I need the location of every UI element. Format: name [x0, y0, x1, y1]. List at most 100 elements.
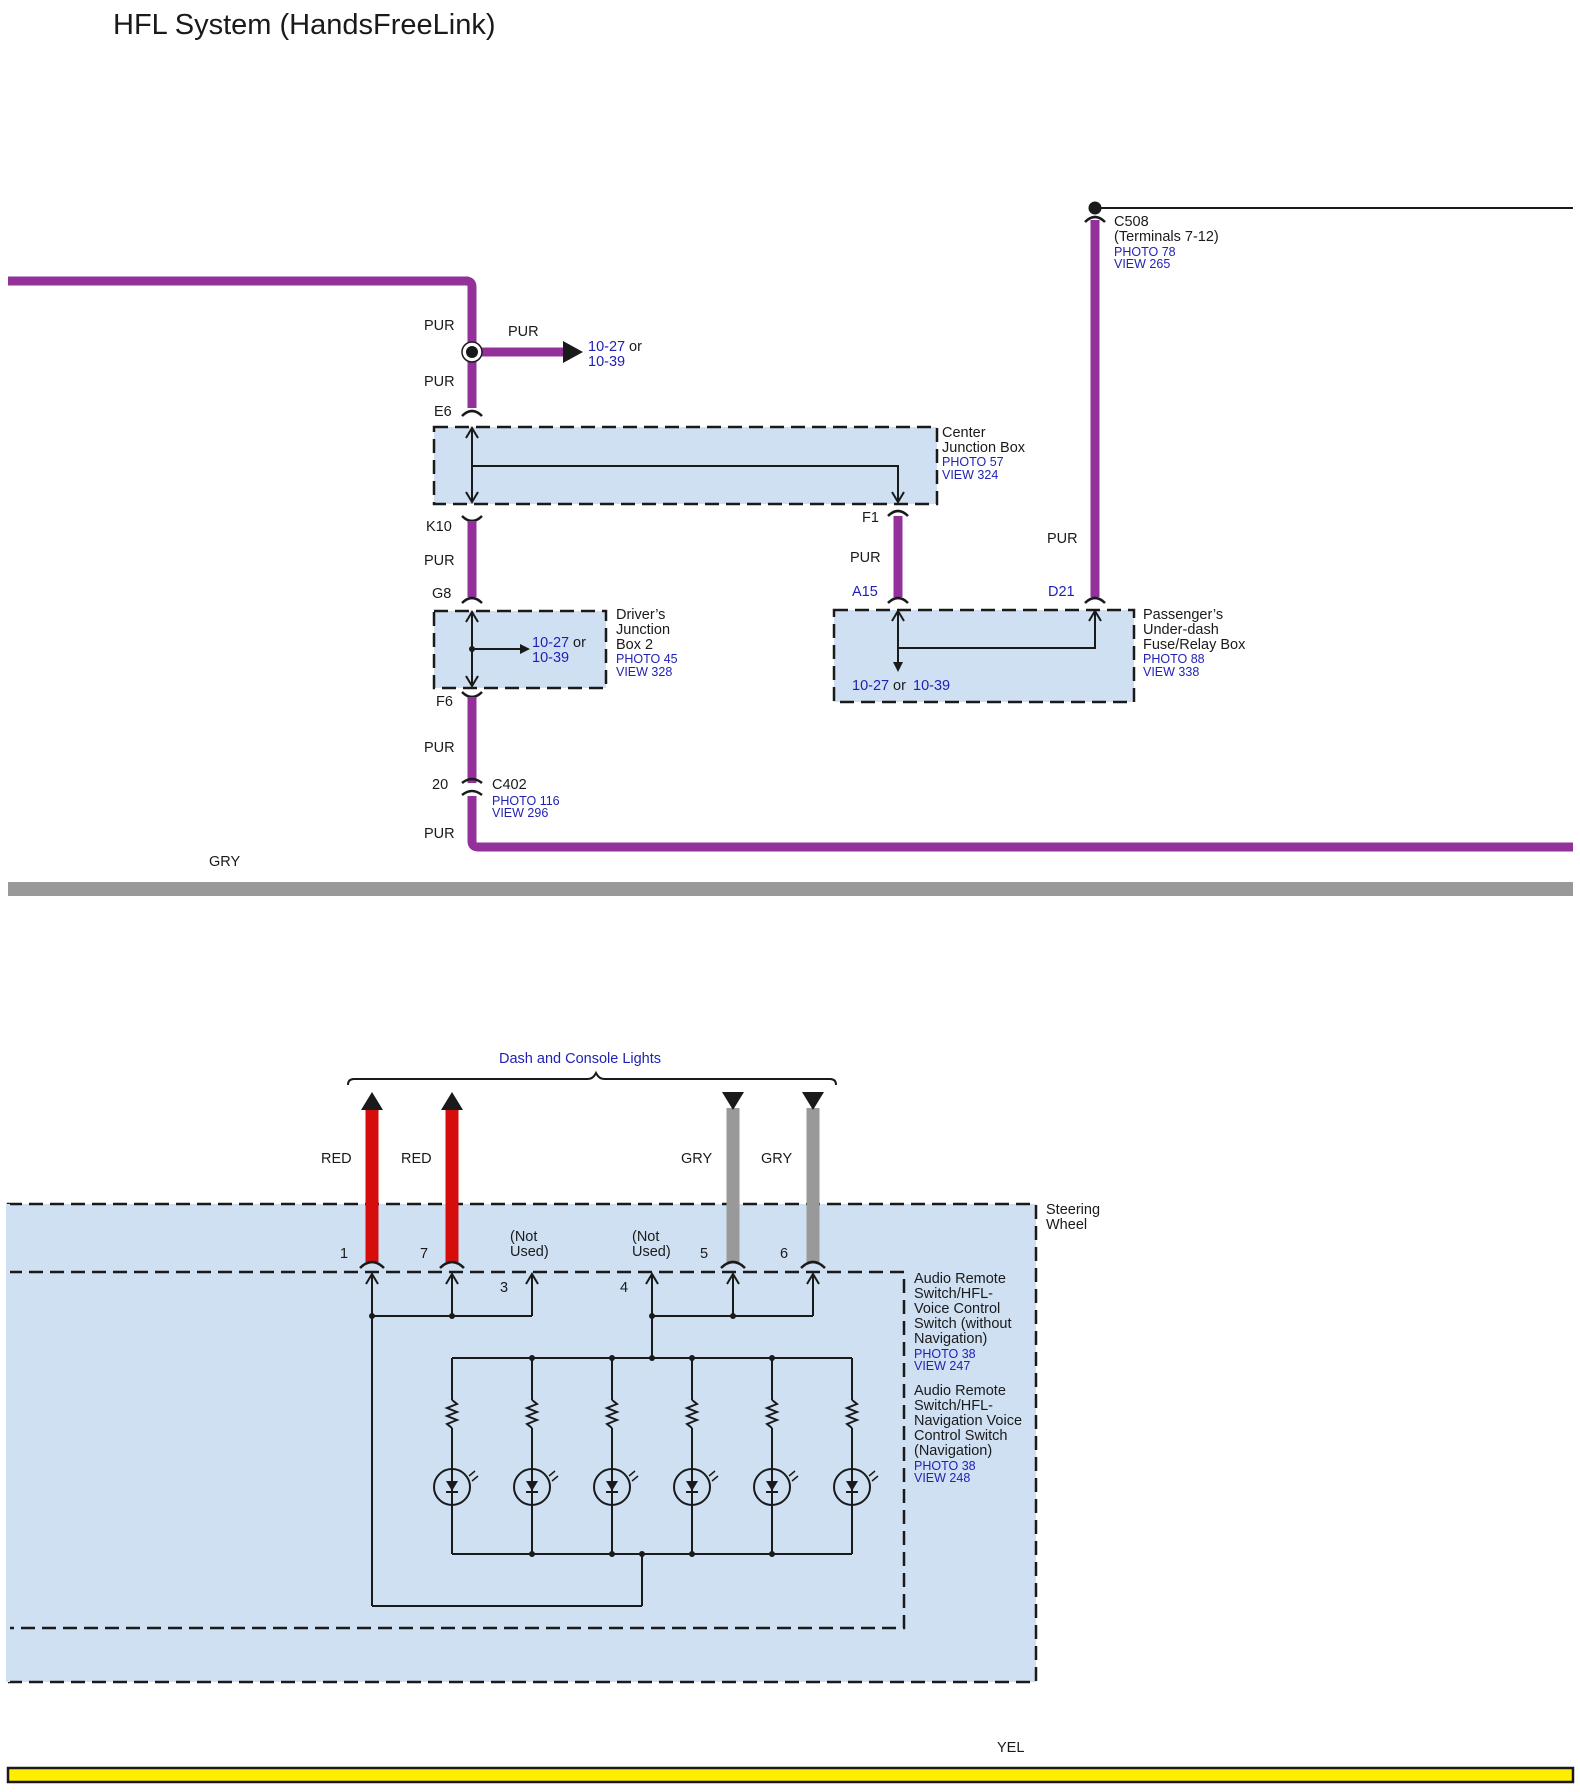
- wire-label-pur: PUR: [424, 740, 455, 756]
- switch-no-nav-label: Voice Control: [914, 1301, 1000, 1317]
- steering-wheel-box: [6, 1202, 1038, 1684]
- arrow-down-icon: [893, 662, 903, 672]
- arrow-down-icon: [465, 491, 479, 504]
- arrow-down-icon: [722, 1092, 744, 1110]
- pur-wire-top-left: [8, 276, 477, 408]
- pin-3: 3: [500, 1280, 508, 1296]
- pin-e6: E6: [434, 404, 452, 420]
- diode-icon: [526, 1481, 538, 1491]
- switch-nav-photo[interactable]: PHOTO 38: [914, 1459, 976, 1473]
- pass-box-label: Under-dash: [1143, 622, 1219, 638]
- ref-link-1039[interactable]: 10-39: [532, 650, 569, 666]
- arrow-down-icon: [465, 675, 479, 688]
- connector-cap-pin5: [720, 1260, 746, 1269]
- wire-label-pur: PUR: [424, 374, 455, 390]
- pin-6: 6: [780, 1246, 788, 1262]
- c508-sub: (Terminals 7-12): [1114, 229, 1219, 245]
- diode-icon: [446, 1481, 458, 1491]
- internal-wire: [472, 465, 899, 502]
- wire-label-pur: PUR: [508, 324, 539, 340]
- connector-cap-f1: [887, 509, 909, 517]
- light-emission-icon: [708, 1470, 719, 1482]
- c508-photo[interactable]: PHOTO 78: [1114, 245, 1176, 259]
- connector-cap-g8: [461, 596, 483, 604]
- pin-7: 7: [420, 1246, 428, 1262]
- gry-wire-separator: [8, 882, 1573, 896]
- switch-nav-label: Audio Remote: [914, 1383, 1006, 1399]
- switch-nav-label: Control Switch: [914, 1428, 1007, 1444]
- pass-box-photo[interactable]: PHOTO 88: [1143, 652, 1205, 666]
- resistor-icon: [524, 1399, 540, 1429]
- wire-label-yel: YEL: [997, 1740, 1024, 1756]
- diode-icon: [766, 1481, 778, 1491]
- switch-no-nav-view[interactable]: VIEW 247: [914, 1359, 970, 1373]
- arrow-right-icon: [520, 644, 530, 654]
- switch-nav-view[interactable]: VIEW 248: [914, 1471, 970, 1485]
- light-emission-icon: [628, 1470, 639, 1482]
- steering-label: Steering: [1046, 1202, 1100, 1218]
- arrow-up-icon: [465, 610, 479, 623]
- connector-cap-c508: [1084, 215, 1106, 223]
- yel-wire: [6, 1766, 1575, 1784]
- connector-cap-pin6: [800, 1260, 826, 1269]
- page-title: HFL System (HandsFreeLink): [113, 9, 495, 41]
- resistor-icon: [604, 1399, 620, 1429]
- c508-view[interactable]: VIEW 265: [1114, 257, 1170, 271]
- arrow-up-icon: [361, 1092, 383, 1110]
- switch-no-nav-label: Switch (without: [914, 1316, 1012, 1332]
- pass-box-view[interactable]: VIEW 338: [1143, 665, 1199, 679]
- ref-link-1039[interactable]: 10-39: [588, 354, 625, 370]
- switch-no-nav-label: Switch/HFL-: [914, 1286, 993, 1302]
- drivers-jb-label: Driver’s: [616, 607, 665, 623]
- led-ladder: [433, 1358, 879, 1554]
- c402-photo[interactable]: PHOTO 116: [492, 794, 560, 808]
- ref-link-1027[interactable]: 10-27: [588, 339, 625, 355]
- ref-link-1027[interactable]: 10-27: [852, 678, 889, 694]
- switch-nav-label: Navigation Voice: [914, 1413, 1022, 1429]
- connector-cap-pin1: [359, 1260, 385, 1269]
- junction-dot: [469, 646, 475, 652]
- connector-cap-a15: [887, 596, 909, 604]
- ref-or: or: [893, 678, 906, 694]
- drivers-jb-label: Junction: [616, 622, 670, 638]
- center-jb-view[interactable]: VIEW 324: [942, 468, 998, 482]
- not-used-label: Used): [632, 1244, 671, 1260]
- ref-link-1039[interactable]: 10-39: [913, 678, 950, 694]
- internal-wire: [898, 611, 1096, 649]
- pin-c402: 20: [432, 777, 448, 793]
- switch-internal-wiring: [371, 1274, 852, 1607]
- wire-label-pur: PUR: [1047, 531, 1078, 547]
- center-jb-label: Center: [942, 425, 986, 441]
- pin-g8: G8: [432, 586, 451, 602]
- resistor-icon: [444, 1399, 460, 1429]
- switch-no-nav-photo[interactable]: PHOTO 38: [914, 1347, 976, 1361]
- wire-label-pur: PUR: [424, 826, 455, 842]
- wire-label-gry: GRY: [761, 1151, 792, 1167]
- diode-icon: [686, 1481, 698, 1491]
- connector-cap-f6: [461, 691, 483, 699]
- pin-a15: A15: [852, 584, 878, 600]
- pin-d21: D21: [1048, 584, 1075, 600]
- passenger-fuse-relay-box: [832, 608, 1136, 704]
- diode-icon: [846, 1481, 858, 1491]
- drivers-jb-photo[interactable]: PHOTO 45: [616, 652, 678, 666]
- connector-cap-k10: [461, 515, 483, 523]
- c402-label: C402: [492, 777, 527, 793]
- connector-cap-c402: [461, 789, 483, 797]
- arrow-down-icon: [891, 491, 905, 504]
- drivers-jb-view[interactable]: VIEW 328: [616, 665, 672, 679]
- dash-console-lights-label[interactable]: Dash and Console Lights: [499, 1051, 661, 1067]
- arrow-up-icon: [1088, 609, 1102, 622]
- pin-5: 5: [700, 1246, 708, 1262]
- dash-lights-bracket: [347, 1070, 837, 1086]
- arrow-up-icon: [465, 426, 479, 439]
- arrow-up-icon: [891, 609, 905, 622]
- pin-f1: F1: [862, 510, 879, 526]
- resistor-icon: [764, 1399, 780, 1429]
- c402-view[interactable]: VIEW 296: [492, 806, 548, 820]
- drivers-jb-label: Box 2: [616, 637, 653, 653]
- center-jb-photo[interactable]: PHOTO 57: [942, 455, 1004, 469]
- ref-link-1027[interactable]: 10-27: [532, 635, 569, 651]
- steering-label: Wheel: [1046, 1217, 1087, 1233]
